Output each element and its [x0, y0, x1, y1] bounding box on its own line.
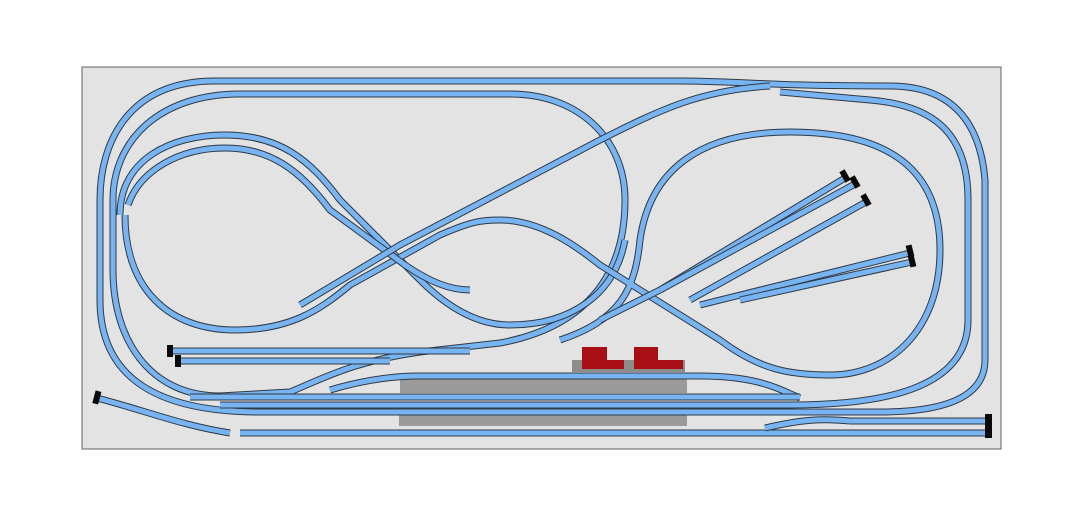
bumper-spur-lower-left — [92, 390, 102, 405]
platform-lower — [399, 413, 687, 426]
track-yard-lead-fill — [598, 287, 662, 323]
bumper-siding-upper — [167, 345, 173, 357]
bumper-siding-lower — [175, 355, 181, 367]
yard-track-2-fill — [658, 181, 857, 293]
platform-upper — [400, 379, 687, 393]
yard-track-5-fill — [739, 259, 913, 303]
track-second-loop-fill — [110, 91, 628, 399]
track-figure-eight-a-fill — [117, 132, 628, 328]
spur-lower-left-fill — [96, 395, 231, 436]
track-outer-loop-fill — [97, 78, 988, 415]
track-long-diagonal-fill — [298, 83, 771, 308]
track-network — [96, 77, 989, 437]
buffer-stops — [92, 169, 992, 438]
track-third-loop-fill — [220, 89, 971, 408]
bumper-yard-5 — [907, 254, 917, 268]
building-2-annex — [658, 360, 683, 369]
building-1 — [582, 347, 607, 369]
bumper-yard-4 — [905, 244, 915, 258]
bumper-yard-3 — [860, 193, 872, 207]
building-1-annex — [607, 360, 624, 369]
spur-right-connector-fill — [764, 417, 851, 431]
yard-track-4-fill — [699, 250, 911, 308]
bumper-right-end — [985, 414, 992, 438]
track-figure-eight-c-fill — [125, 145, 471, 293]
building-2 — [634, 347, 658, 369]
bumper-yard-1 — [839, 169, 851, 183]
yard-track-3-fill — [688, 199, 868, 303]
track-figure-eight-b-fill — [122, 129, 943, 378]
bumper-yard-2 — [849, 175, 861, 189]
station-track-1-fill — [329, 373, 801, 401]
buildings — [572, 347, 685, 372]
